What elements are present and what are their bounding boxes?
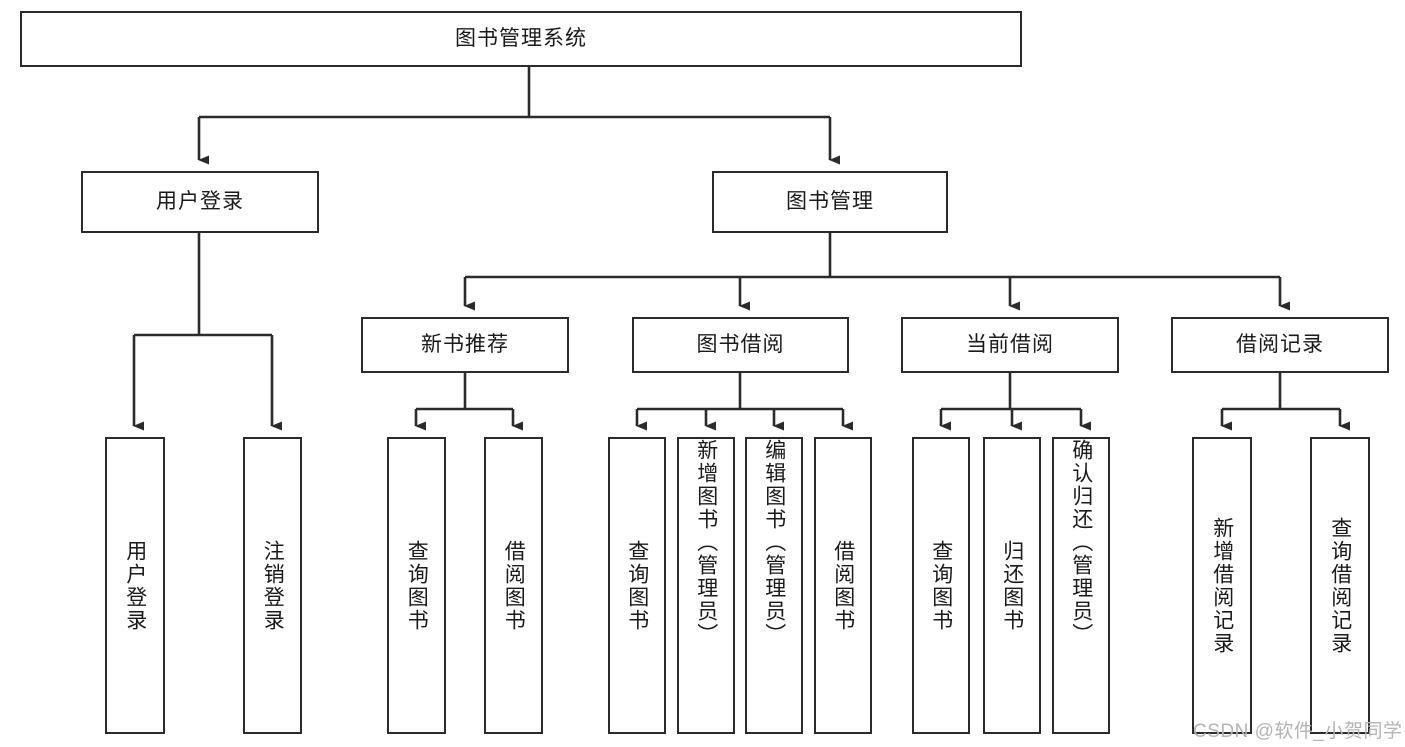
node-new-book-recommend-label: 新书推荐 — [421, 332, 509, 356]
node-user-login-label: 用户登录 — [156, 189, 244, 213]
node-leaf-return-book[interactable]: 归还图书 — [983, 437, 1041, 734]
node-leaf-query-record-label: 查询借阅记录 — [1328, 516, 1352, 655]
node-current-borrow[interactable]: 当前借阅 — [901, 317, 1119, 373]
node-leaf-query-book-3[interactable]: 查询图书 — [912, 437, 970, 734]
node-leaf-borrow-book-1[interactable]: 借阅图书 — [484, 437, 543, 734]
node-leaf-query-record[interactable]: 查询借阅记录 — [1310, 437, 1370, 734]
node-user-login[interactable]: 用户登录 — [81, 171, 319, 233]
node-leaf-query-book-1-label: 查询图书 — [405, 539, 429, 632]
node-leaf-borrow-book-2-label: 借阅图书 — [831, 539, 855, 632]
node-leaf-add-book-label: 新增图书（管理员） — [694, 439, 718, 646]
node-leaf-user-login[interactable]: 用户登录 — [105, 437, 165, 734]
node-leaf-borrow-book-2[interactable]: 借阅图书 — [814, 437, 872, 734]
node-root-label: 图书管理系统 — [455, 26, 587, 50]
node-borrow-record[interactable]: 借阅记录 — [1171, 317, 1389, 373]
node-leaf-query-book-2-label: 查询图书 — [625, 539, 649, 632]
node-leaf-user-logout-label: 注销登录 — [261, 539, 285, 632]
node-leaf-edit-book[interactable]: 编辑图书（管理员） — [745, 437, 803, 734]
node-leaf-user-logout[interactable]: 注销登录 — [243, 437, 302, 734]
node-leaf-edit-book-label: 编辑图书（管理员） — [762, 439, 786, 646]
node-leaf-confirm-return[interactable]: 确认归还（管理员） — [1052, 437, 1110, 734]
node-leaf-user-login-label: 用户登录 — [123, 539, 147, 632]
node-leaf-borrow-book-1-label: 借阅图书 — [502, 539, 526, 632]
node-leaf-return-book-label: 归还图书 — [1000, 539, 1024, 632]
node-leaf-add-record-label: 新增借阅记录 — [1210, 516, 1234, 655]
node-leaf-add-record[interactable]: 新增借阅记录 — [1192, 437, 1252, 734]
node-leaf-query-book-1[interactable]: 查询图书 — [387, 437, 446, 734]
node-book-manage[interactable]: 图书管理 — [712, 171, 948, 233]
node-leaf-query-book-2[interactable]: 查询图书 — [608, 437, 666, 734]
node-root[interactable]: 图书管理系统 — [20, 11, 1022, 67]
node-book-borrow[interactable]: 图书借阅 — [632, 317, 849, 373]
watermark-text: CSDN @软件_小贺同学 — [1193, 721, 1403, 742]
node-book-borrow-label: 图书借阅 — [696, 332, 785, 356]
node-book-manage-label: 图书管理 — [786, 189, 874, 213]
node-leaf-confirm-return-label: 确认归还（管理员） — [1069, 439, 1093, 646]
node-new-book-recommend[interactable]: 新书推荐 — [361, 317, 569, 373]
node-borrow-record-label: 借阅记录 — [1236, 332, 1324, 356]
node-current-borrow-label: 当前借阅 — [966, 332, 1054, 356]
node-leaf-query-book-3-label: 查询图书 — [929, 539, 953, 632]
node-leaf-add-book[interactable]: 新增图书（管理员） — [677, 437, 735, 734]
